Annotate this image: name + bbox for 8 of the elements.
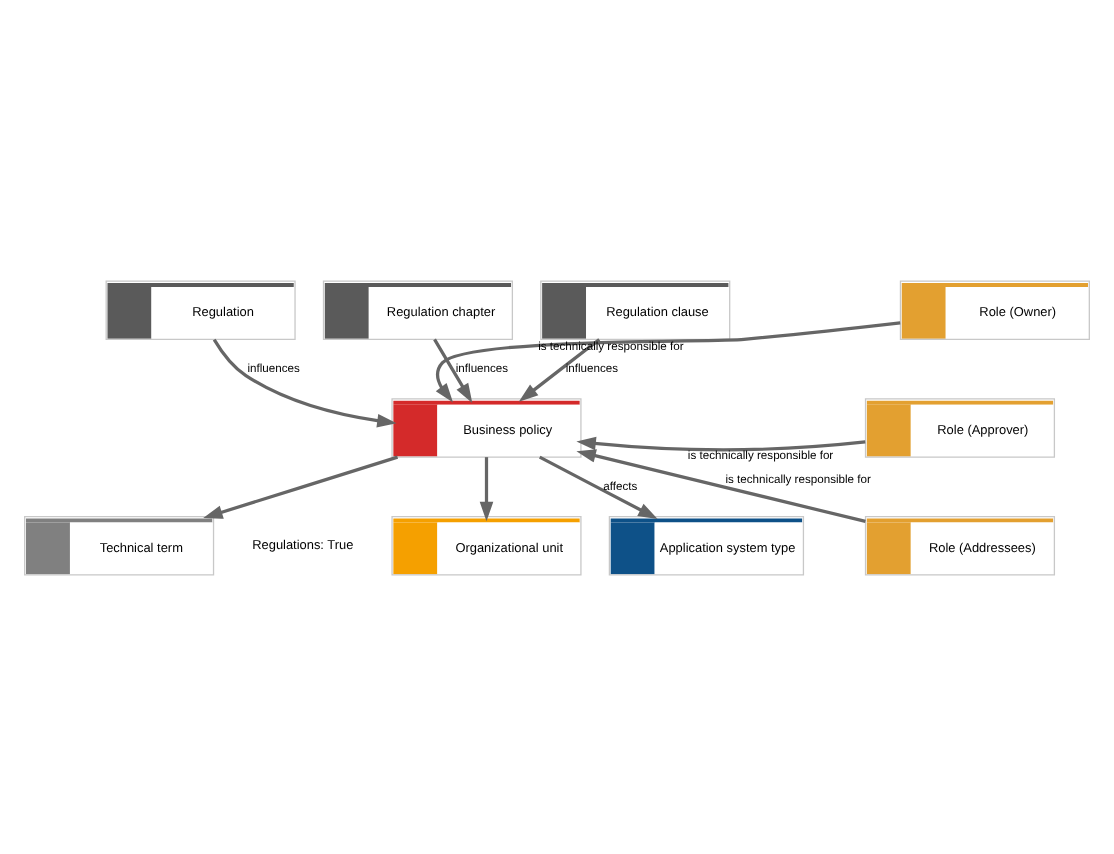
arrow <box>538 454 658 518</box>
arrow <box>212 337 397 427</box>
arrow <box>433 337 473 402</box>
arrow <box>203 454 399 518</box>
arrow <box>576 435 866 451</box>
arrow <box>518 337 601 401</box>
arrow <box>479 456 494 521</box>
arrow <box>435 320 901 402</box>
